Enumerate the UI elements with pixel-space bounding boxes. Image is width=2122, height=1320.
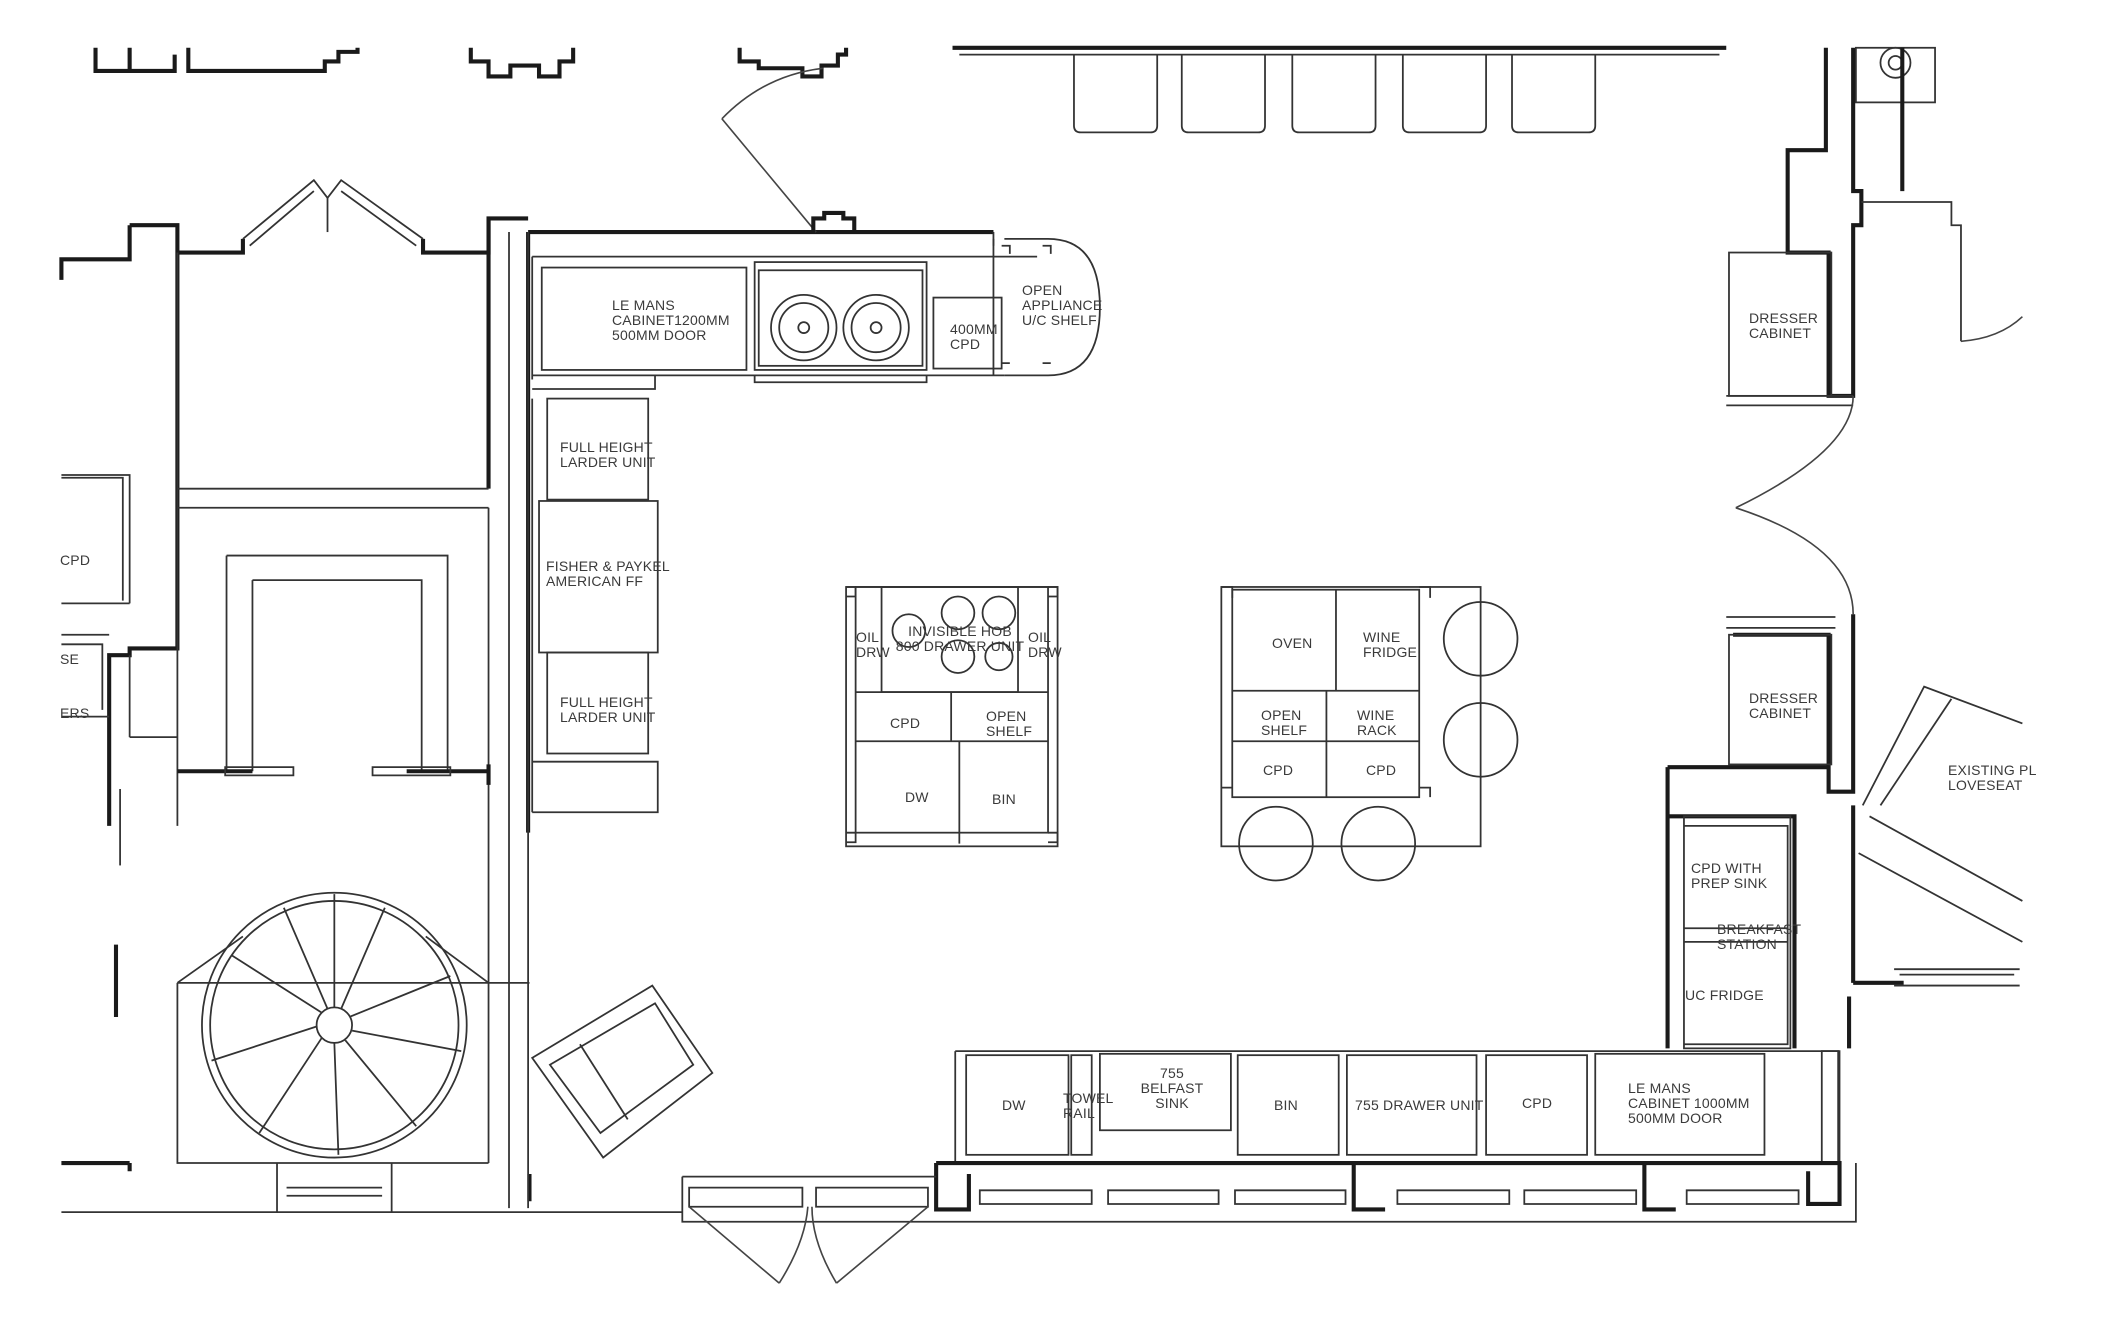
island-two-cpd-left-label: CPD [1263,762,1294,778]
spiral-staircase [176,891,490,1159]
bottom-cpd-label: CPD [1522,1095,1553,1111]
top-counter [531,232,1101,390]
drawer-unit-755-label: 755 DRAWER UNIT [1355,1097,1484,1113]
island-one [845,586,1059,848]
top-wall-fragments [93,45,1727,79]
island-one-dishwasher-label: DW [905,789,929,805]
top-bar-stools [1073,54,1597,134]
bottom-counter [681,1050,1857,1284]
armchair [530,984,714,1159]
cpd-left-label: CPD [60,552,91,568]
island-two-cpd-right-label: CPD [1366,762,1397,778]
bottom-dishwasher-label: DW [1002,1097,1026,1113]
oven-label: OVEN [1272,635,1313,651]
island-one-bin-label: BIN [992,791,1016,807]
bottom-bin-label: BIN [1274,1097,1298,1113]
partial-se-label: SE [60,651,80,667]
island-two [1220,586,1519,882]
right-side [1665,251,2023,1050]
walls [59,178,994,1214]
partial-ers-label: ERS [60,705,90,721]
top-right-fixture [1785,46,2023,398]
uc-fridge-label: UC FRIDGE [1685,987,1764,1003]
top-door [721,67,857,233]
island-one-cpd-label: CPD [890,715,921,731]
left-wall-units [531,397,659,814]
